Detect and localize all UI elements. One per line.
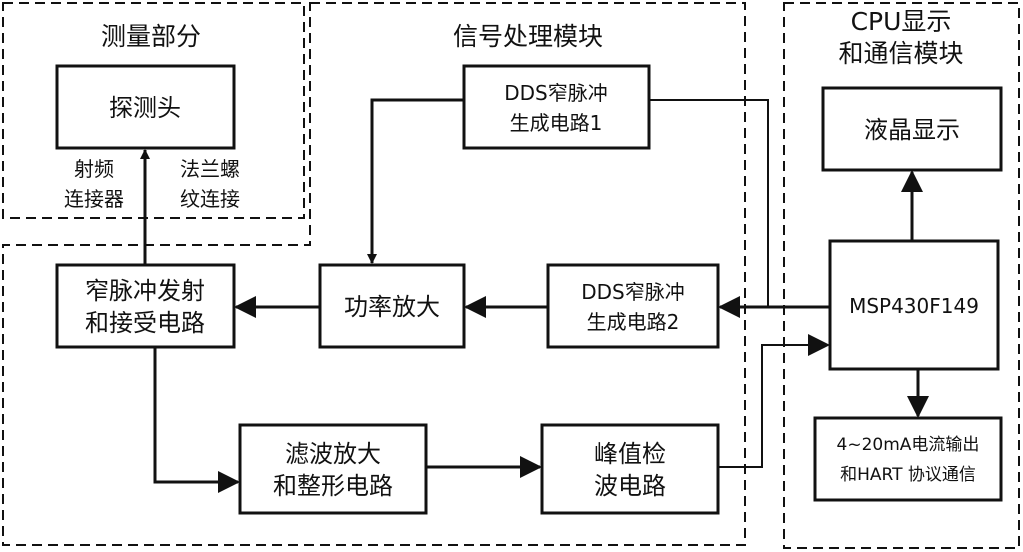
filter-label-line2: 和整形电路 (273, 472, 393, 500)
peak-label-line1: 峰值检 (594, 440, 666, 468)
tx-rx-block (55, 263, 236, 349)
signal-section-title: 信号处理模块 (453, 22, 603, 51)
measurement-section-title: 测量部分 (101, 22, 201, 51)
power-amp-label: 功率放大 (344, 293, 440, 321)
flange-label-line1: 法兰螺 (180, 157, 240, 181)
peak-label-line2: 波电路 (594, 472, 666, 500)
dds1-label-line2: 生成电路1 (510, 111, 603, 135)
mcu-block (828, 239, 1000, 371)
mcu-label: MSP430F149 (849, 294, 979, 318)
dds2-block (546, 263, 720, 349)
dds2-label-line2: 生成电路2 (587, 310, 680, 334)
tx-rx-label-line2: 和接受电路 (85, 309, 205, 337)
comm-block (813, 416, 1003, 502)
probe-label: 探测头 (109, 94, 181, 122)
dds1-to-power-amp-arrow (367, 98, 464, 264)
dds1-block (462, 64, 651, 150)
rf-connector-label-line2: 连接器 (64, 187, 124, 211)
peak-detector-block (540, 423, 720, 515)
peak-to-mcu-arrow (718, 334, 830, 468)
measurement-section-frame (2, 2, 305, 219)
filter-block (238, 423, 428, 515)
comm-label-line1: 4~20mA电流输出 (837, 435, 980, 455)
comm-label-line2: 和HART 协议通信 (840, 465, 976, 485)
probe-block (55, 64, 236, 150)
lcd-label: 液晶显示 (864, 116, 960, 144)
rf-connector-label-line1: 射频 (74, 157, 114, 181)
cpu-section-title-line2: 和通信模块 (838, 39, 963, 68)
cpu-section-frame (783, 2, 1020, 549)
txrx-to-filter-arrow (153, 347, 240, 493)
signal-section-frame (2, 2, 746, 546)
dds1-label-line1: DDS窄脉冲 (504, 81, 608, 105)
cpu-section-title-line1: CPU显示 (851, 7, 952, 36)
flange-label-line2: 纹连接 (180, 187, 240, 211)
filter-label-line1: 滤波放大 (285, 440, 381, 468)
tx-rx-label-line1: 窄脉冲发射 (85, 277, 205, 305)
dds2-label-line1: DDS窄脉冲 (581, 280, 685, 304)
